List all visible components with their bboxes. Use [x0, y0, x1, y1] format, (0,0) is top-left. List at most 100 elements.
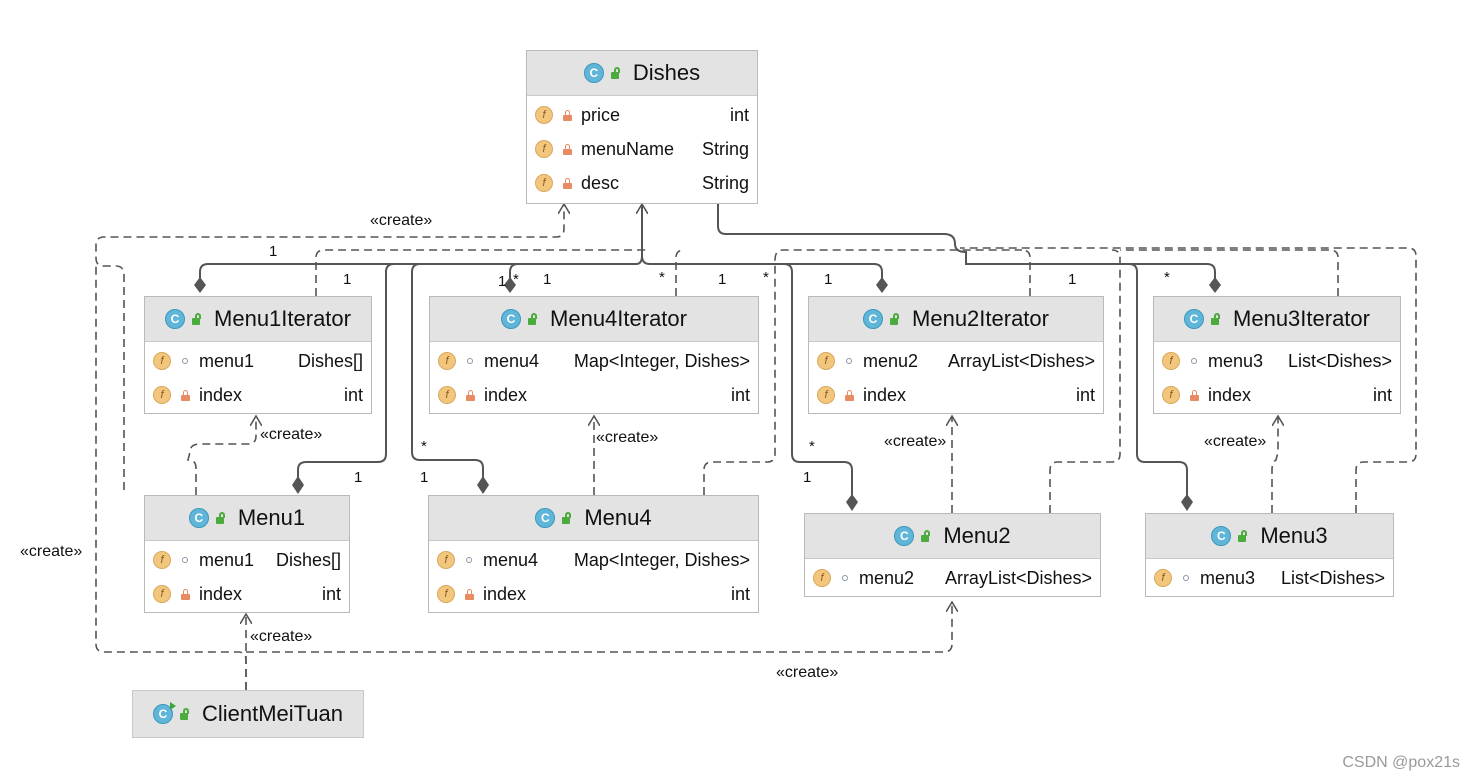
multiplicity-label: 1 [803, 469, 812, 486]
class-menu3iterator[interactable]: C Menu3Iterator f menu3 List<Dishes> f i… [1153, 296, 1401, 414]
class-clientmeituan[interactable]: C ClientMeiTuan [132, 690, 364, 738]
field-type: List<Dishes> [1287, 350, 1392, 371]
field-name: menu3 [1200, 567, 1256, 588]
field-row[interactable]: f index int [1162, 378, 1392, 412]
field-type: ArrayList<Dishes> [947, 350, 1095, 371]
multiplicity-label: * [809, 438, 815, 455]
class-menu4[interactable]: C Menu4 f menu4 Map<Integer, Dishes> f i… [428, 495, 759, 613]
field-row[interactable]: f index int [437, 577, 750, 611]
private-lock-icon [465, 389, 475, 401]
field-row[interactable]: f menu4 Map<Integer, Dishes> [438, 344, 750, 378]
diamond-menu1iterator [194, 277, 206, 293]
field-icon: f [153, 352, 171, 370]
private-lock-icon [562, 143, 572, 155]
private-lock-icon [562, 109, 572, 121]
field-row[interactable]: f menu1 Dishes[] [153, 543, 341, 577]
field-type: Map<Integer, Dishes> [573, 549, 750, 570]
public-lock-icon [179, 708, 192, 720]
dep-line-client-dishes [95, 204, 564, 490]
multiplicity-label: 1 [354, 469, 363, 486]
field-type: Dishes[] [297, 350, 363, 371]
multiplicity-label: * [1164, 269, 1170, 286]
public-lock-icon [1211, 313, 1223, 325]
field-row[interactable]: f menu3 List<Dishes> [1154, 561, 1385, 595]
private-lock-icon [1189, 389, 1199, 401]
field-row[interactable]: f desc String [535, 166, 749, 200]
dep-line-menu4-dishes [703, 249, 1022, 495]
dep-line-menu3-menu3iterator [1271, 416, 1278, 513]
package-visibility-icon [842, 575, 848, 581]
assoc-line-menu2-dishes [783, 263, 853, 495]
field-row[interactable]: f price int [535, 98, 749, 132]
private-lock-icon [180, 389, 190, 401]
class-icon: C [583, 63, 604, 83]
field-row[interactable]: f index int [438, 378, 750, 412]
field-row[interactable]: f menu1 Dishes[] [153, 344, 363, 378]
multiplicity-label: 1 [1068, 271, 1077, 288]
assoc-line-menu4-dishes [411, 263, 484, 480]
field-row[interactable]: f menu2 ArrayList<Dishes> [813, 561, 1092, 595]
public-lock-icon [610, 67, 623, 79]
field-icon: f [437, 551, 455, 569]
create-label-menu4-menu4iterator: «create» [596, 429, 659, 446]
field-name: menu3 [1208, 350, 1264, 371]
dep-line-menu1-menu1iterator [186, 416, 256, 495]
field-name: index [483, 583, 527, 604]
multiplicity-label: * [513, 271, 519, 288]
field-icon: f [438, 386, 456, 404]
dep-line-menu4iterator-dishes [675, 249, 685, 296]
diamond-menu2iterator [876, 277, 888, 293]
field-name: menu1 [199, 350, 255, 371]
class-menu2[interactable]: C Menu2 f menu2 ArrayList<Dishes> [804, 513, 1101, 597]
field-row[interactable]: f menu2 ArrayList<Dishes> [817, 344, 1095, 378]
field-row[interactable]: f index int [153, 577, 341, 611]
public-lock-icon [562, 512, 574, 524]
field-row[interactable]: f menuName String [535, 132, 749, 166]
class-header-menu1iterator: C Menu1Iterator [145, 297, 371, 342]
class-menu3[interactable]: C Menu3 f menu3 List<Dishes> [1145, 513, 1394, 597]
class-menu2iterator[interactable]: C Menu2Iterator f menu2 ArrayList<Dishes… [808, 296, 1104, 414]
create-label-client-menu4: «create» [20, 543, 83, 560]
field-icon: f [153, 585, 171, 603]
class-name: Menu3 [1260, 523, 1328, 548]
field-icon: f [1162, 386, 1180, 404]
field-icon: f [1162, 352, 1180, 370]
class-menu1[interactable]: C Menu1 f menu1 Dishes[] f index int [144, 495, 350, 613]
multiplicity-label: * [763, 269, 769, 286]
public-lock-icon [215, 512, 228, 524]
field-name: index [1208, 384, 1252, 405]
class-dishes[interactable]: C Dishes f price int f menuName String f… [526, 50, 758, 204]
field-name: menu1 [199, 549, 255, 570]
public-lock-icon [528, 313, 540, 325]
field-row[interactable]: f index int [153, 378, 363, 412]
multiplicity-label: * [421, 438, 427, 455]
field-name: price [581, 104, 621, 125]
class-header-clientmeituan: C ClientMeiTuan [133, 691, 363, 737]
class-name: Menu2 [943, 523, 1011, 548]
field-row[interactable]: f menu3 List<Dishes> [1162, 344, 1392, 378]
field-name: menu2 [859, 567, 915, 588]
package-visibility-icon [182, 557, 188, 563]
class-menu1iterator[interactable]: C Menu1Iterator f menu1 Dishes[] f index… [144, 296, 372, 414]
multiplicity-label: 1 [269, 243, 278, 260]
multiplicity-label: * [659, 269, 665, 286]
multiplicity-label: 1 [718, 271, 727, 288]
field-name: desc [581, 172, 620, 193]
package-visibility-icon [1191, 358, 1197, 364]
class-name: Menu4Iterator [550, 306, 687, 331]
package-visibility-icon [467, 358, 473, 364]
private-lock-icon [562, 177, 572, 189]
field-icon: f [535, 106, 553, 124]
field-row[interactable]: f index int [817, 378, 1095, 412]
field-row[interactable]: f menu4 Map<Integer, Dishes> [437, 543, 750, 577]
field-icon: f [813, 569, 831, 587]
field-name: menu4 [483, 549, 539, 570]
class-header-menu2iterator: C Menu2Iterator [809, 297, 1103, 342]
public-lock-icon [1238, 530, 1250, 542]
class-icon: C [188, 508, 209, 528]
public-lock-icon [921, 530, 933, 542]
multiplicity-label: 1 [824, 271, 833, 288]
class-menu4iterator[interactable]: C Menu4Iterator f menu4 Map<Integer, Dis… [429, 296, 759, 414]
field-icon: f [437, 585, 455, 603]
